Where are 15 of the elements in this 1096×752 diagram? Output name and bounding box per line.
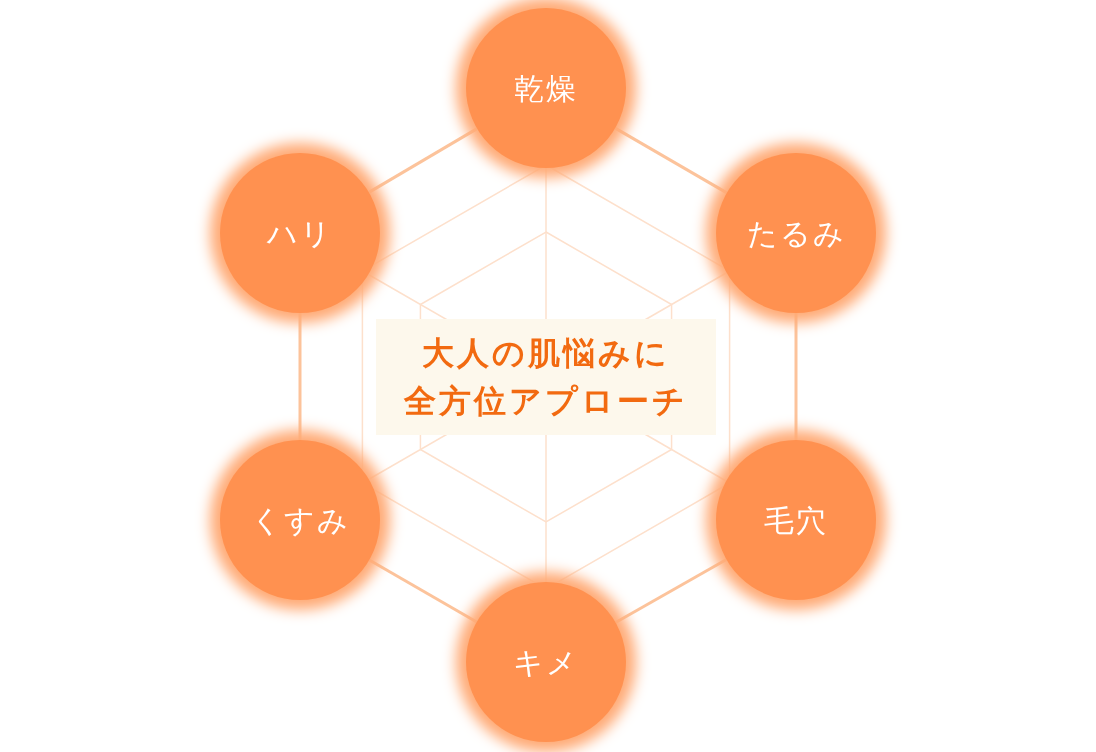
connector-line: [614, 558, 728, 624]
concern-label: くすみ: [250, 502, 350, 539]
concern-label: ハリ: [267, 215, 333, 252]
connector-line: [298, 313, 302, 440]
connector-line: [368, 558, 478, 624]
headline-text: 全方位アプローチ: [404, 382, 688, 421]
concern-label: 乾燥: [514, 70, 578, 107]
concern-label: キメ: [513, 644, 579, 681]
concern-label: 毛穴: [764, 502, 828, 539]
concern-label: たるみ: [746, 215, 846, 252]
connector-line: [368, 127, 478, 194]
connector-line: [794, 313, 798, 440]
connector-line: [614, 126, 728, 195]
headline-text: 大人の肌悩みに: [422, 334, 670, 373]
title-panel: [376, 319, 716, 435]
